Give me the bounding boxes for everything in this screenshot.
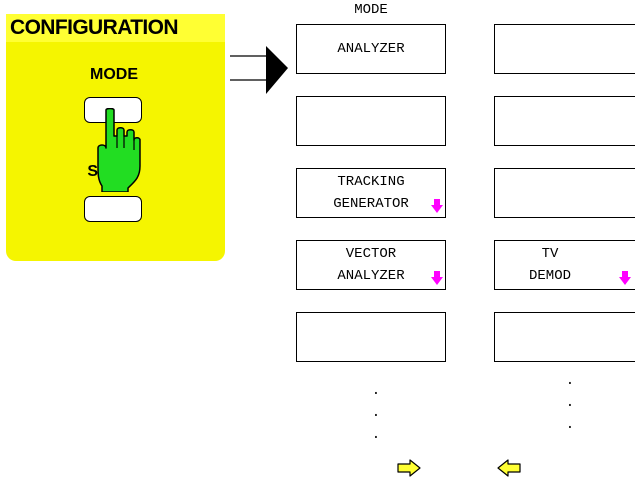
- softkey-left-5[interactable]: [296, 312, 446, 362]
- right-pointer-arrow-icon: [230, 46, 288, 94]
- more-softkeys-indicator: . . .: [565, 373, 575, 433]
- softkey-analyzer[interactable]: ANALYZER: [296, 24, 446, 74]
- softkey-vector-analyzer[interactable]: VECTOR ANALYZER: [296, 240, 446, 290]
- softkey-label: TRACKING GENERATOR: [333, 174, 409, 212]
- scroll-left-arrow-icon[interactable]: [497, 459, 521, 477]
- softkey-left-2[interactable]: [296, 96, 446, 146]
- softkey-tracking-generator[interactable]: TRACKING GENERATOR: [296, 168, 446, 218]
- submenu-down-arrow-icon: [431, 199, 443, 213]
- softkey-label: TV DEMOD: [528, 246, 571, 284]
- softkey-right-3[interactable]: [494, 168, 635, 218]
- softkey-tv-demod[interactable]: TV DEMOD: [494, 240, 635, 290]
- setup-hardkey[interactable]: [84, 196, 142, 222]
- softkey-right-2[interactable]: [494, 96, 635, 146]
- softkey-label: VECTOR ANALYZER: [337, 246, 405, 284]
- submenu-down-arrow-icon: [619, 271, 631, 285]
- more-softkeys-indicator: . . .: [371, 383, 381, 443]
- scroll-right-arrow-icon[interactable]: [397, 459, 421, 477]
- mode-key-label: MODE: [90, 66, 138, 83]
- softkey-right-1[interactable]: [494, 24, 635, 74]
- pressing-finger-icon: [97, 108, 141, 192]
- submenu-down-arrow-icon: [431, 271, 443, 285]
- softkey-label: ANALYZER: [337, 41, 405, 57]
- configuration-header: CONFIGURATION: [6, 14, 225, 42]
- menu-title: MODE: [354, 2, 388, 18]
- softkey-right-5[interactable]: [494, 312, 635, 362]
